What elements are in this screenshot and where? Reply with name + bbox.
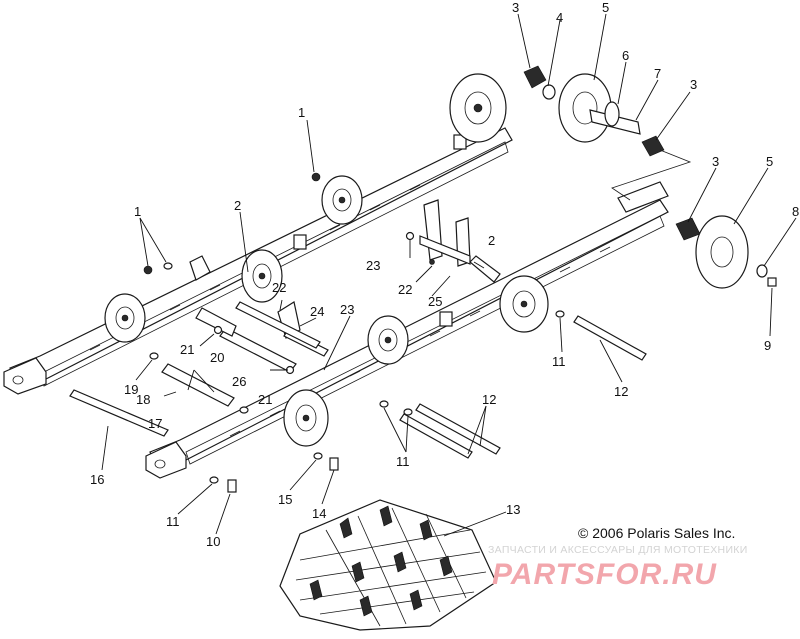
callout-22-center: 22 [398, 282, 412, 297]
callout-4: 4 [556, 10, 563, 25]
callout-24: 24 [310, 304, 324, 319]
callout-14: 14 [312, 506, 326, 521]
callout-8: 8 [792, 204, 799, 219]
watermark-logo: PARTSFOR.RU [492, 558, 717, 591]
callout-2-left: 2 [234, 198, 241, 213]
center-brackets [277, 199, 471, 339]
callout-17: 17 [148, 416, 162, 431]
callout-16: 16 [90, 472, 104, 487]
callout-labels: 1 1 2 2 3 3 3 4 5 5 6 7 8 9 10 11 11 11 … [90, 0, 799, 549]
callout-1-left: 1 [134, 204, 141, 219]
callout-21-left: 21 [180, 342, 194, 357]
watermark-subtitle: ЗАПЧАСТИ И АКСЕССУАРЫ ДЛЯ МОТОТЕХНИКИ [488, 544, 748, 556]
callout-3-right: 3 [712, 154, 719, 169]
callout-2-center: 2 [488, 233, 495, 248]
callout-10: 10 [206, 534, 220, 549]
callout-5-top: 5 [602, 0, 609, 15]
callout-5-right: 5 [766, 154, 773, 169]
callout-6: 6 [622, 48, 629, 63]
track [279, 499, 497, 631]
callout-11-right: 11 [552, 354, 566, 369]
callout-3-top: 3 [512, 0, 519, 15]
callout-21-center: 21 [258, 392, 272, 407]
callout-15: 15 [278, 492, 292, 507]
idler-wheels-upper [104, 73, 507, 343]
callout-23-left: 23 [340, 302, 354, 317]
callout-19: 19 [124, 382, 138, 397]
hardware [143, 172, 565, 493]
callout-12-center: 12 [482, 392, 496, 407]
leader-lines [101, 13, 797, 537]
callout-25: 25 [428, 294, 442, 309]
callout-13: 13 [506, 502, 520, 517]
callout-3-mid: 3 [690, 77, 697, 92]
callout-22-left: 22 [272, 280, 286, 295]
callout-7: 7 [654, 66, 661, 81]
callout-1-upper: 1 [298, 105, 305, 120]
callout-20: 20 [210, 350, 224, 365]
rear-axle-assembly [523, 65, 692, 201]
callout-26: 26 [232, 374, 246, 389]
callout-11-center: 11 [396, 454, 410, 469]
callout-9: 9 [764, 338, 771, 353]
callout-11-bottom: 11 [166, 514, 180, 529]
copyright-notice: © 2006 Polaris Sales Inc. [578, 525, 736, 541]
idler-wheels-lower [283, 275, 549, 447]
cross-shafts [69, 255, 647, 459]
callout-23-center: 23 [366, 258, 380, 273]
callout-12-right: 12 [614, 384, 628, 399]
front-wheel-assembly [675, 215, 777, 289]
callout-18: 18 [136, 392, 150, 407]
